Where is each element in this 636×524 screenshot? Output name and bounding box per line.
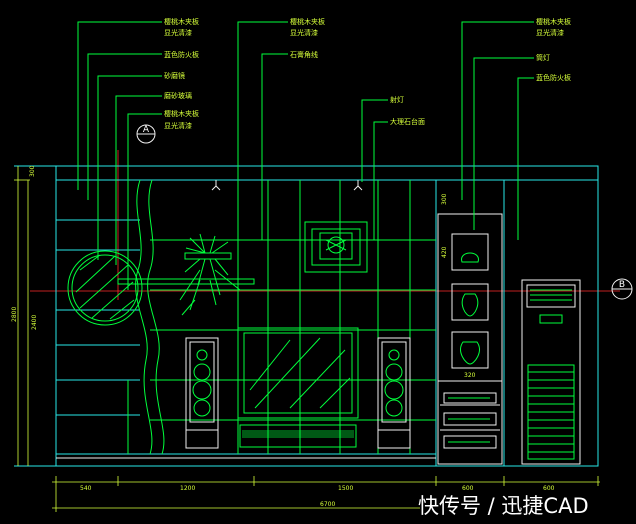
- annotation-a5-sub: 显光清漆: [164, 121, 192, 130]
- section-tag-b: B: [611, 278, 633, 300]
- cabinet-dimensions: 300 420 320: [441, 193, 476, 379]
- annotation-a1: 樱桃木夹板: [164, 17, 199, 26]
- dim-bottom-2: 1200: [180, 485, 195, 492]
- annotation-a1-sub: 显光清漆: [164, 28, 192, 37]
- annotation-a6-sub: 显光清漆: [290, 28, 318, 37]
- framed-picture: [304, 221, 368, 273]
- annotation-a7: 石膏角线: [290, 50, 318, 59]
- axis-lines: [30, 150, 620, 300]
- annotation-a10-sub: 显光清漆: [536, 28, 564, 37]
- wall-outline: [14, 165, 599, 467]
- annotation-a8: 射灯: [390, 95, 404, 104]
- annotation-labels: 樱桃木夹板 显光清漆 蓝色防火板 砂磨镜 磨砂玻璃 樱桃木夹板 显光清漆 樱桃木…: [164, 17, 571, 130]
- annotation-a12: 蓝色防火板: [536, 73, 571, 82]
- display-cabinet: [437, 213, 503, 465]
- dim-bottom-3: 1500: [338, 485, 353, 492]
- dim-left-total: 2800: [11, 307, 18, 322]
- annotation-a2: 蓝色防火板: [164, 50, 199, 59]
- dim-bottom-total: 6700: [320, 501, 335, 508]
- annotation-a9: 大理石台面: [390, 117, 425, 126]
- dim-bottom-4: 600: [462, 485, 474, 492]
- dim-cabinet-3: 320: [464, 372, 476, 379]
- dim-bottom-5: 600: [543, 485, 555, 492]
- annotation-a3: 砂磨镜: [164, 71, 185, 80]
- annotation-a10: 樱桃木夹板: [536, 17, 571, 26]
- dim-cabinet-1: 300: [441, 193, 448, 205]
- leader-lines: [77, 21, 534, 290]
- section-tag-b-label: B: [619, 280, 625, 290]
- section-tag-a: A: [136, 124, 156, 144]
- watermark: 快传号 / 迅捷CAD: [418, 494, 589, 518]
- bottom-dimensions: 540 1200 1500 600 600 6700: [52, 476, 600, 512]
- left-dimensions: 300 2800 2400: [11, 165, 38, 466]
- tv-set: [237, 327, 359, 448]
- speaker-left: [185, 337, 219, 449]
- spot-lights: [211, 180, 363, 191]
- dim-cabinet-2: 420: [441, 246, 448, 258]
- dim-bottom-1: 540: [80, 485, 92, 492]
- air-conditioner: [521, 279, 581, 465]
- ac-vent-slats: [528, 371, 574, 453]
- dim-left-top: 300: [29, 165, 36, 177]
- annotation-a6: 樱桃木夹板: [290, 17, 325, 26]
- curved-panel: [127, 179, 165, 455]
- shelf-and-plant: [117, 233, 255, 316]
- speaker-right: [377, 337, 411, 449]
- round-mirror: [67, 250, 143, 326]
- dim-left-inner: 2400: [31, 315, 38, 330]
- annotation-a11: 筒灯: [536, 53, 550, 62]
- annotation-a5: 樱桃木夹板: [164, 109, 199, 118]
- annotation-a4: 磨砂玻璃: [164, 91, 192, 100]
- section-tag-a-label: A: [143, 125, 150, 135]
